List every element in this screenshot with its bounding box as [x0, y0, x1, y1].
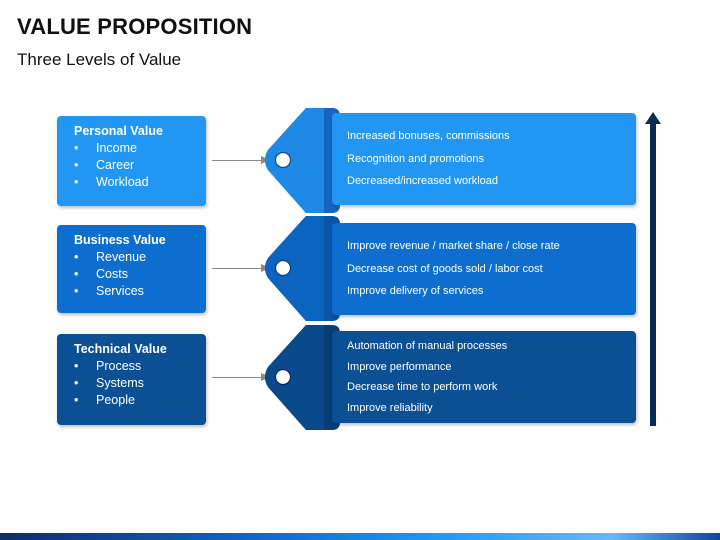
tag-shape [265, 325, 340, 430]
technical-value-box: Technical Value Process Systems People [57, 334, 206, 425]
level-row-technical: Technical Value Process Systems People A… [0, 325, 720, 435]
benefit-item: Decrease time to perform work [347, 381, 498, 393]
personal-benefits-box: Increased bonuses, commissions Recogniti… [332, 113, 636, 205]
personal-value-box: Personal Value Income Career Workload [57, 116, 206, 206]
page-title: VALUE PROPOSITION [17, 14, 253, 39]
up-arrow-icon [645, 112, 661, 426]
level-item: Systems [74, 375, 206, 392]
level-title: Business Value [74, 233, 166, 247]
footer-bar [0, 533, 720, 540]
level-item: Services [74, 283, 206, 300]
level-row-personal: Personal Value Income Career Workload In… [0, 108, 720, 218]
benefit-list: Improve revenue / market share / close r… [347, 235, 636, 303]
level-items: Income Career Workload [74, 140, 206, 191]
level-row-business: Business Value Revenue Costs Services Im… [0, 216, 720, 326]
benefit-item: Improve revenue / market share / close r… [347, 240, 560, 253]
benefit-item: Improve delivery of services [347, 285, 484, 298]
level-item: Process [74, 358, 206, 375]
level-item: People [74, 392, 206, 409]
level-title: Personal Value [74, 124, 163, 138]
level-item: Costs [74, 266, 206, 283]
page-subtitle: Three Levels of Value [17, 50, 182, 69]
tag-shape [265, 108, 340, 213]
level-title: Technical Value [74, 342, 167, 356]
level-item: Income [74, 140, 206, 157]
level-item: Workload [74, 174, 206, 191]
business-value-box: Business Value Revenue Costs Services [57, 225, 206, 313]
level-item: Career [74, 157, 206, 174]
tag-shape [265, 216, 340, 321]
benefit-list: Increased bonuses, commissions Recogniti… [347, 125, 636, 193]
business-benefits-box: Improve revenue / market share / close r… [332, 223, 636, 315]
level-item: Revenue [74, 249, 206, 266]
benefit-item: Decrease cost of goods sold / labor cost [347, 262, 543, 275]
benefit-item: Automation of manual processes [347, 340, 508, 352]
level-items: Process Systems People [74, 358, 206, 409]
benefit-item: Increased bonuses, commissions [347, 130, 510, 143]
technical-benefits-box: Automation of manual processes Improve p… [332, 331, 636, 423]
level-items: Revenue Costs Services [74, 249, 206, 300]
benefit-item: Improve reliability [347, 401, 433, 414]
benefit-item: Decreased/increased workload [347, 175, 499, 188]
benefit-item: Improve performance [347, 360, 452, 373]
benefit-list: Automation of manual processes Improve p… [347, 336, 636, 418]
benefit-item: Recognition and promotions [347, 152, 484, 165]
